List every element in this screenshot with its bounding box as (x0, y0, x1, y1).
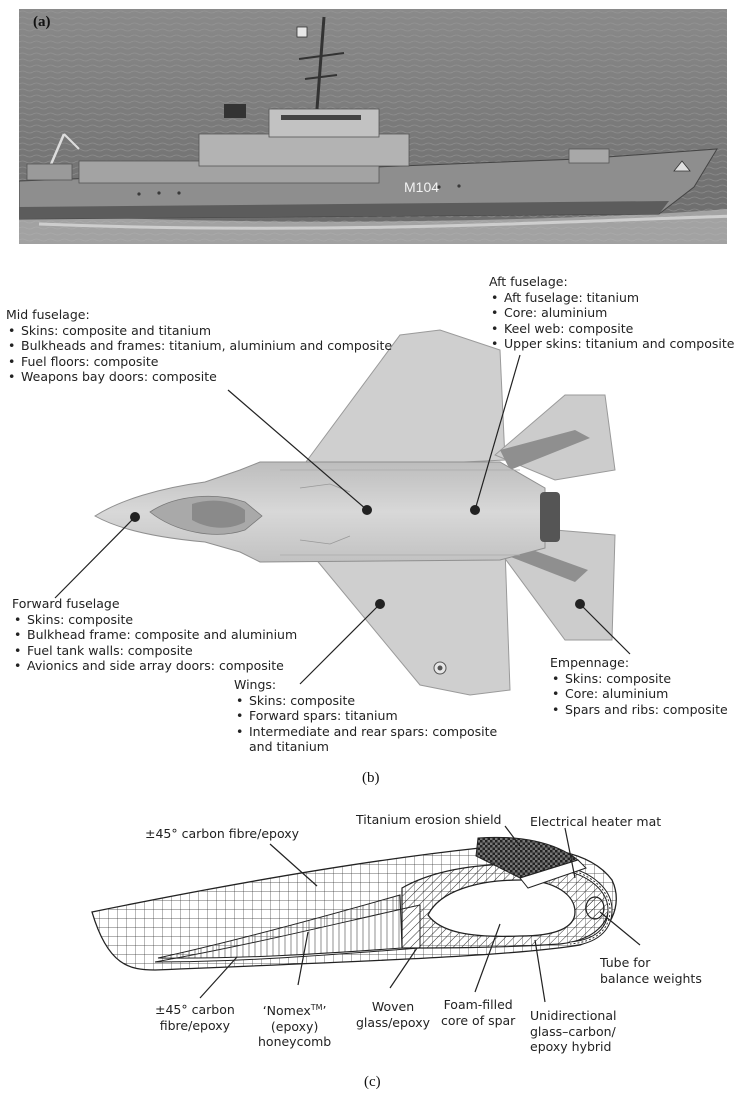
nomex-label: ‘NomexTM’ (epoxy) honeycomb (258, 1000, 331, 1050)
titanium-shield-label: Titanium erosion shield (356, 812, 502, 827)
empennage-leader (579, 603, 631, 655)
nomex-text: ‘Nomex (262, 1003, 311, 1019)
forward-fuselage-marker (130, 512, 140, 522)
bottom-carbon-leader (199, 956, 238, 999)
wings-title: Wings: (234, 677, 277, 692)
nomex-line: (epoxy) (270, 1018, 319, 1034)
heater-mat (519, 859, 587, 889)
forward-fuselage-title: Forward fuselage (12, 596, 120, 611)
aft-fuselage-item: Aft fuselage: titanium (489, 290, 734, 306)
panel-c-caption: (c) (364, 1074, 381, 1090)
unidirectional-line: glass–carbon/ (530, 1023, 616, 1039)
forward-fuselage-leader (54, 516, 136, 599)
honeycomb-leader (297, 931, 309, 986)
nomex-line: honeycomb (258, 1034, 332, 1050)
foam-core-line: Foam-filled (443, 997, 513, 1012)
unidirectional-line: Unidirectional (530, 1008, 617, 1023)
panel-b-caption: (b) (362, 770, 380, 786)
aft-fuselage-item: Upper skins: titanium and composite (489, 336, 734, 352)
heater-mat-leader (564, 827, 576, 879)
unidirectional-leader (534, 939, 546, 1003)
top-carbon-label: ±45° carbon fibre/epoxy (145, 826, 300, 841)
bottom-carbon-line: ±45° carbon (155, 1002, 235, 1017)
wings-leader (299, 603, 381, 685)
mid-fuselage-marker (362, 505, 372, 515)
mid-fuselage-item: Fuel floors: composite (6, 354, 392, 370)
hull-number: M104 (404, 179, 439, 195)
aft-fuselage-leader (474, 354, 521, 511)
wings-item: Forward spars: titanium (234, 708, 514, 724)
trademark-mark: TM (310, 1003, 323, 1012)
forward-fuselage-item: Avionics and side array doors: composite (12, 658, 297, 674)
blade-section-diagram (91, 825, 641, 1003)
forward-fuselage-item: Fuel tank walls: composite (12, 643, 297, 659)
titanium-shield-leader (504, 825, 521, 847)
nomex-quote: ’ (322, 1003, 327, 1019)
nomex-line: ‘NomexTM’ (258, 1000, 331, 1019)
aft-fuselage-marker (470, 505, 480, 515)
empennage-marker (575, 599, 585, 609)
empennage-callout: Empennage: Skins: composite Core: alumin… (550, 655, 728, 717)
mid-fuselage-item: Skins: composite and titanium (6, 323, 392, 339)
mid-fuselage-callout: Mid fuselage: Skins: composite and titan… (6, 307, 392, 385)
bottom-carbon-line: fibre/epoxy (159, 1017, 231, 1033)
balance-tube-leader (599, 911, 641, 946)
empennage-item: Spars and ribs: composite (550, 702, 728, 718)
heater-mat-label: Electrical heater mat (530, 814, 662, 829)
woven-glass-label: Woven glass/epoxy (356, 999, 430, 1030)
woven-glass-line: glass/epoxy (356, 1014, 430, 1030)
woven-glass-line: Woven (371, 999, 415, 1014)
bottom-carbon-label: ±45° carbon fibre/epoxy (155, 1002, 235, 1033)
lower-wing (298, 539, 511, 696)
unidirectional-line: epoxy hybrid (530, 1039, 612, 1054)
wings-item: Intermediate and rear spars: composite a… (234, 724, 514, 755)
balance-tube-line: balance weights (600, 970, 702, 986)
engine-nozzle (540, 492, 560, 542)
aft-fuselage-item: Core: aluminium (489, 305, 734, 321)
forward-fuselage-item: Bulkhead frame: composite and aluminium (12, 627, 297, 643)
mid-fuselage-item: Bulkheads and frames: titanium, aluminiu… (6, 338, 392, 354)
empennage-title: Empennage: (550, 655, 630, 670)
aircraft-diagram (54, 329, 631, 696)
aft-fuselage-item: Keel web: composite (489, 321, 734, 337)
foam-core-label: Foam-filled core of spar (441, 997, 515, 1028)
ship-photo: M104 (19, 9, 727, 244)
foam-core (427, 879, 576, 937)
mid-fuselage-item: Weapons bay doors: composite (6, 369, 392, 385)
woven-glass-leader (389, 947, 418, 989)
aft-fuselage-title: Aft fuselage: (489, 274, 568, 289)
wings-item: Skins: composite (234, 693, 514, 709)
balance-tube-label: Tube for balance weights (600, 955, 702, 986)
aft-fuselage-callout: Aft fuselage: Aft fuselage: titanium Cor… (489, 274, 734, 352)
empennage-item: Core: aluminium (550, 686, 728, 702)
foam-core-line: core of spar (441, 1012, 516, 1028)
unidirectional-label: Unidirectional glass–carbon/ epoxy hybri… (530, 1008, 616, 1055)
wings-marker (375, 599, 385, 609)
forward-fuselage-callout: Forward fuselage Skins: composite Bulkhe… (12, 596, 297, 674)
top-carbon-leader (269, 843, 318, 887)
balance-weight-tube (585, 896, 605, 920)
forward-fuselage-item: Skins: composite (12, 612, 297, 628)
balance-tube-line: Tube for (600, 955, 651, 970)
panel-a-label: (a) (33, 14, 51, 30)
mid-fuselage-title: Mid fuselage: (6, 307, 90, 322)
wings-callout: Wings: Skins: composite Forward spars: t… (234, 677, 514, 755)
empennage-item: Skins: composite (550, 671, 728, 687)
mid-fuselage-leader (227, 389, 368, 511)
foam-core-leader (474, 923, 501, 993)
